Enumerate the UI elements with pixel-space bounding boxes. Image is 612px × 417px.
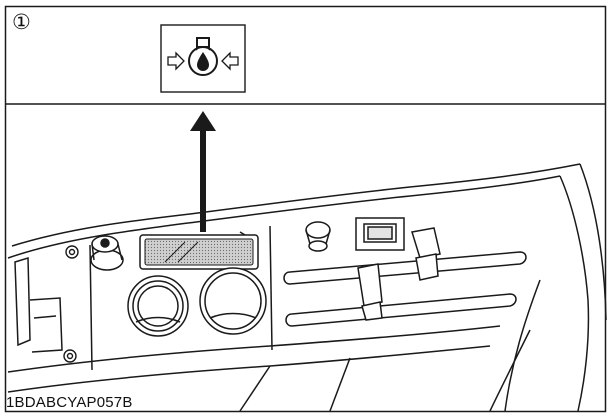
outer-frame [4, 5, 607, 413]
figure-code: 1BDABCYAP057B [6, 394, 133, 411]
choke-knob [305, 221, 331, 252]
lever-slot [283, 251, 527, 327]
callout-number: ① [12, 11, 31, 34]
rocker-switch [355, 217, 405, 251]
pointer-arrow [190, 111, 216, 232]
warning-lamp-panel [139, 234, 259, 270]
screw [63, 245, 79, 363]
dashboard-panel [7, 163, 607, 412]
engine-oil-pressure-icon [160, 24, 246, 93]
throttle-lever [357, 227, 441, 321]
key-switch [90, 235, 124, 271]
gauge [127, 267, 267, 337]
